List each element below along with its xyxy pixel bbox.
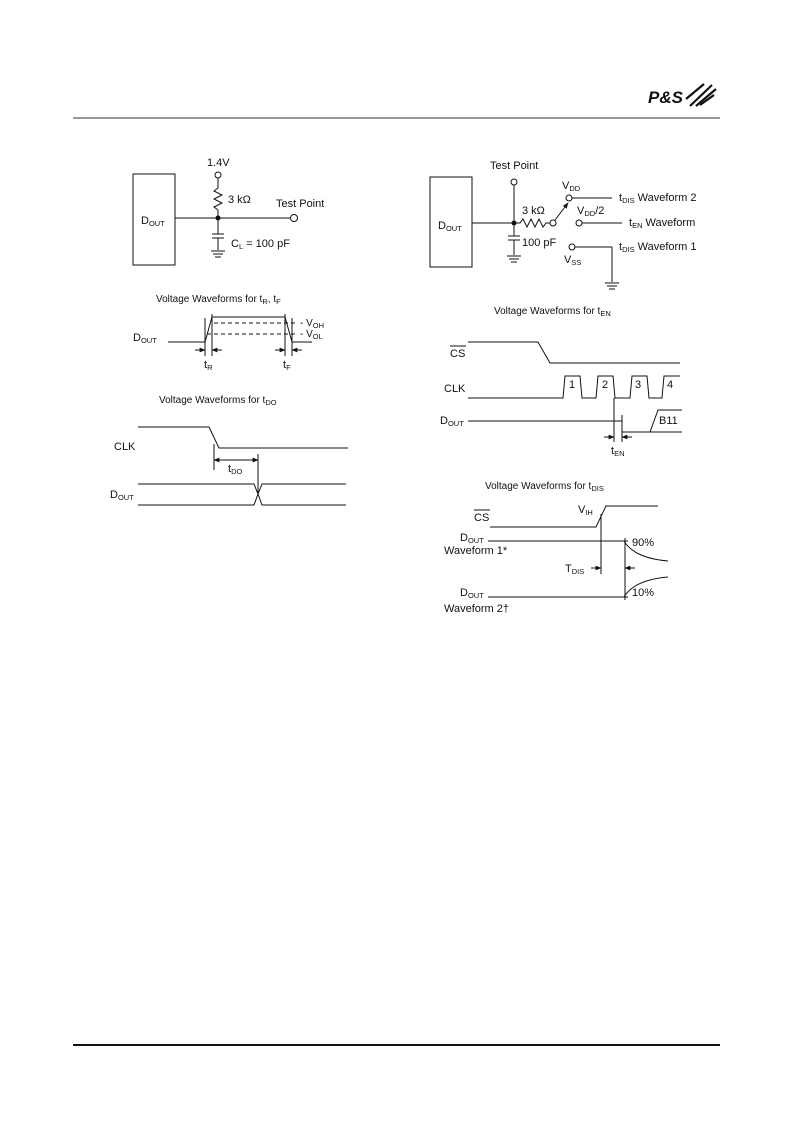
resistor-icon — [514, 217, 550, 229]
clk-label: CLK — [444, 383, 466, 395]
dout2-label: DOUT — [460, 587, 484, 600]
dout-trace-low — [138, 492, 346, 506]
dout-trace — [168, 316, 312, 343]
vdd-half-terminal — [575, 219, 583, 227]
company-logo: P&S — [648, 83, 717, 107]
waveform2-label: Waveform 2† — [444, 603, 509, 615]
clk-pulse-4: 4 — [667, 379, 673, 391]
waveform-title: Voltage Waveforms for tR, tF — [156, 294, 281, 306]
dout-label: DOUT — [440, 415, 464, 428]
waveform-data-out: Voltage Waveforms for tDO CLK tDO DOUT — [110, 395, 348, 506]
test-point-label: Test Point — [276, 198, 324, 210]
waveform-disable: Voltage Waveforms for tDIS CS VIH DOUT W… — [444, 481, 669, 615]
logo-text: P&S — [648, 88, 684, 107]
dout-block — [429, 176, 473, 268]
cs-label: CS — [474, 512, 489, 524]
p90-label: 90% — [632, 537, 654, 549]
clk-trace — [138, 426, 348, 449]
dout1-label: DOUT — [460, 532, 484, 545]
waveform-title: Voltage Waveforms for tDO — [159, 395, 277, 407]
vdd-half-label: VDD/2 — [577, 205, 604, 218]
ground-icon — [507, 255, 521, 263]
cs-trace — [468, 341, 680, 364]
test-point-terminal — [290, 214, 298, 222]
supply-voltage-label: 1.4V — [207, 157, 230, 169]
p10-label: 10% — [632, 587, 654, 599]
tdo-label: tDO — [228, 463, 242, 476]
bit-label: B11 — [659, 415, 678, 427]
vdd-terminal — [565, 194, 573, 202]
logo-stripes-icon — [685, 83, 717, 107]
tdis-waveform1-label: tDIS Waveform 1 — [619, 241, 697, 254]
ground-icon — [605, 282, 619, 290]
clk-pulse-2: 2 — [602, 379, 608, 391]
dout-trace-high — [138, 483, 346, 496]
vss-terminal — [568, 243, 576, 251]
cs-label: CS — [450, 348, 465, 360]
cs-trace — [490, 505, 658, 528]
capacitor-icon — [508, 223, 520, 255]
waveform1-label: Waveform 1* — [444, 545, 508, 557]
test-circuit-2: DOUT Test Point 3 kΩ 100 pF VDD tDIS Wav… — [429, 160, 697, 290]
supply-terminal — [214, 171, 222, 179]
tr-label: tR — [204, 359, 213, 372]
ten-waveform-label: tEN Waveform — [629, 217, 695, 230]
resistor-icon — [212, 178, 224, 218]
switch-common-terminal — [549, 219, 557, 227]
tdis-label: TDIS — [565, 563, 584, 576]
switch-arrow-icon — [554, 202, 569, 221]
voh-label: - VOH — [300, 318, 324, 330]
ground-icon — [211, 250, 225, 258]
dout-label: DOUT — [110, 489, 134, 502]
resistor-label: 3 kΩ — [228, 194, 251, 206]
vss-label: VSS — [564, 254, 581, 267]
test-point-label: Test Point — [490, 160, 538, 172]
clk-pulse-3: 3 — [635, 379, 641, 391]
tf-label: tF — [283, 359, 291, 372]
capacitor-icon — [212, 218, 224, 250]
dout-block — [132, 173, 176, 266]
vol-label: - VOL — [300, 329, 323, 341]
waveform-title: Voltage Waveforms for tDIS — [485, 481, 604, 493]
dout-bit-high — [649, 409, 682, 433]
capacitor-label: CL = 100 pF — [231, 238, 290, 251]
tdis-waveform2-label: tDIS Waveform 2 — [619, 192, 697, 205]
vih-label: VIH — [578, 504, 593, 517]
test-circuit-1: DOUT 1.4V 3 kΩ Test Point CL = 100 pF — [132, 157, 324, 266]
clk-trace — [468, 375, 680, 399]
test-point-terminal — [510, 178, 518, 186]
capacitor-label: 100 pF — [522, 237, 557, 249]
waveform-enable: Voltage Waveforms for tEN CS CLK 1 2 3 4… — [440, 306, 682, 458]
waveform-title: Voltage Waveforms for tEN — [494, 306, 611, 318]
clk-pulse-1: 1 — [569, 379, 575, 391]
waveform-rise-fall: Voltage Waveforms for tR, tF DOUT - VOH … — [133, 294, 324, 372]
dout-label: DOUT — [438, 220, 462, 233]
dout-label: DOUT — [133, 332, 157, 345]
ten-label: tEN — [611, 445, 624, 458]
dout-label: DOUT — [141, 215, 165, 228]
clk-label: CLK — [114, 441, 136, 453]
vdd-label: VDD — [562, 180, 581, 193]
resistor-label: 3 kΩ — [522, 205, 545, 217]
